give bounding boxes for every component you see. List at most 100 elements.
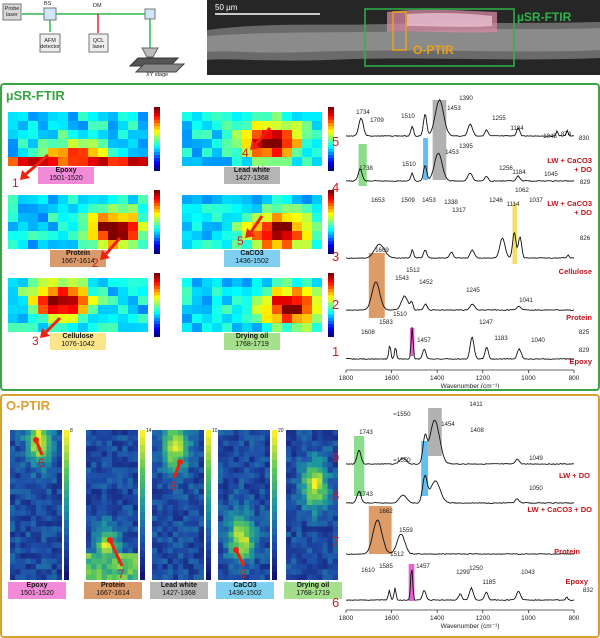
heatmap-cell (36, 547, 42, 554)
heatmap-cell (312, 430, 318, 436)
heatmap-cell (188, 531, 195, 538)
heatmap-cell (117, 494, 123, 501)
heatmap-cell (106, 563, 113, 570)
heatmap-cell (312, 456, 318, 463)
heatmap-cell (178, 446, 184, 452)
colorbar-segment (64, 565, 69, 573)
heatmap-cell (212, 157, 223, 166)
heatmap-cell (36, 563, 42, 570)
heatmap-cell (212, 112, 223, 122)
peak-label: 1510 (402, 161, 416, 168)
heatmap-cell (322, 569, 329, 576)
heatmap-cell (112, 569, 118, 576)
heatmap-cell (30, 478, 37, 485)
heatmap-cell (172, 488, 179, 495)
heatmap-cell (244, 547, 250, 554)
heatmap-cell (96, 430, 103, 436)
heatmap-cell (51, 451, 58, 458)
heatmap-cell (282, 213, 293, 223)
heatmap-cell (101, 542, 108, 549)
heatmap-cell (20, 488, 27, 495)
heatmap-cell (167, 472, 174, 479)
heatmap-cell (259, 510, 266, 517)
heatmap-cell (167, 462, 174, 468)
heatmap-cell (51, 547, 58, 554)
heatmap-cell (20, 430, 27, 436)
heatmap-cell (259, 515, 266, 522)
heatmap-cell (183, 531, 189, 538)
heatmap-cell (30, 542, 37, 549)
heatmap-cell (101, 435, 108, 442)
heatmap-cell (38, 278, 49, 288)
heatmap-cell (272, 139, 283, 149)
heatmap-cell (36, 488, 42, 495)
heatmap-cell (106, 483, 113, 490)
heatmap-cell (108, 195, 119, 205)
colorbar-segment (328, 305, 334, 309)
heatmap-cell (286, 472, 292, 479)
heatmap-cell (223, 510, 229, 517)
heatmap-cell (193, 558, 200, 565)
x-tick-label: 1800 (339, 375, 354, 382)
heatmap-cell (38, 130, 49, 140)
heatmap-cell (312, 222, 322, 232)
heatmap-cell (36, 446, 42, 452)
heatmap-cell (312, 472, 318, 479)
heatmap-cell (193, 499, 200, 506)
optir-map-1 (10, 430, 62, 580)
heatmap-cell (86, 430, 92, 436)
heatmap-cell (193, 462, 200, 468)
heatmap-cell (198, 553, 204, 560)
colorbar-segment (328, 228, 334, 233)
heatmap-cell (68, 130, 79, 140)
heatmap-cell (41, 542, 47, 549)
colorbar-segment (154, 241, 160, 245)
heatmap-cell (167, 478, 174, 485)
heatmap-cell (244, 499, 250, 506)
heatmap-cell (296, 510, 303, 517)
heatmap-cell (117, 488, 123, 495)
peak-label: 1512 (390, 551, 404, 558)
colorbar-segment (154, 298, 160, 303)
heatmap-cell (292, 195, 303, 205)
colorbar-segment (328, 218, 334, 223)
probe-laser-label: Probe laser (4, 6, 20, 18)
heatmap-cell (223, 483, 229, 490)
heatmap-cell (41, 440, 47, 447)
heatmap-cell (232, 121, 243, 131)
heatmap-cell (117, 467, 123, 474)
heatmap-cell (157, 451, 163, 458)
heatmap-cell (327, 521, 334, 527)
heatmap-cell (132, 521, 138, 527)
heatmap-cell (223, 440, 229, 447)
colorbar-segment (328, 215, 334, 220)
heatmap-cell (127, 499, 134, 506)
heatmap-cell (132, 574, 138, 580)
heatmap-cell (117, 553, 123, 560)
heatmap-cell (252, 305, 263, 315)
heatmap-cell (296, 488, 303, 495)
heatmap-cell (8, 278, 19, 288)
heatmap-cell (317, 531, 323, 538)
heatmap-cell (15, 531, 21, 538)
heatmap-cell (233, 542, 240, 549)
heatmap-cell (232, 148, 243, 158)
heatmap-cell (178, 521, 184, 527)
heatmap-cell (264, 510, 270, 517)
heatmap-cell (282, 157, 293, 166)
heatmap-cell (233, 467, 240, 474)
heatmap-cell (152, 553, 158, 560)
colorbar-segment (328, 279, 334, 284)
heatmap-cell (222, 222, 233, 232)
colorbar-segment (206, 505, 211, 513)
heatmap-cell (15, 451, 21, 458)
heatmap-cell (10, 435, 16, 442)
heatmap-cell (101, 553, 108, 560)
heatmap-cell (112, 478, 118, 485)
heatmap-cell (202, 305, 213, 315)
spectrum-label: Protein (554, 547, 580, 556)
heatmap-cell (152, 440, 158, 447)
heatmap-cell (117, 547, 123, 554)
heatmap-cell (228, 435, 235, 442)
heatmap-cell (152, 515, 158, 522)
